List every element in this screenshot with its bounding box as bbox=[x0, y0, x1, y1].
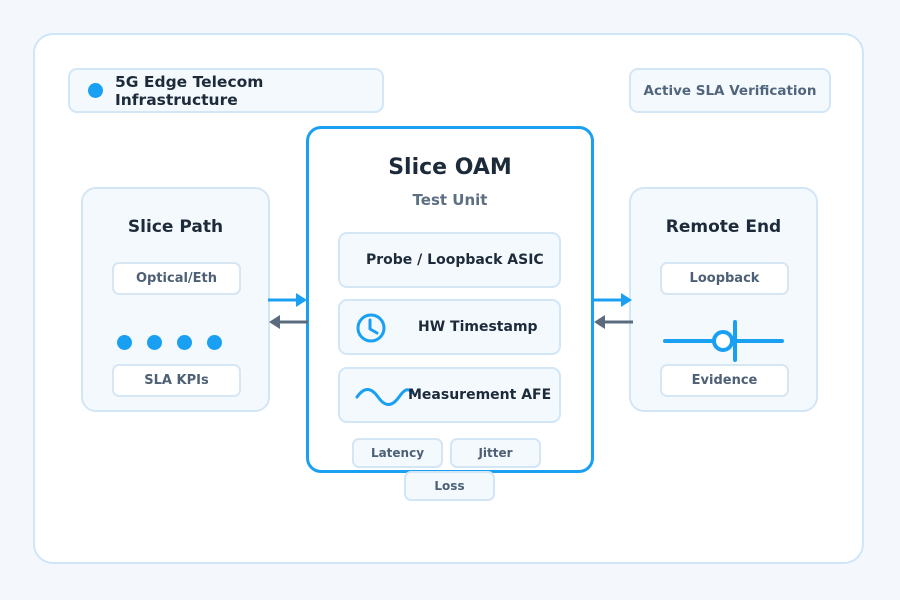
optical-eth-chip: Optical/Eth bbox=[112, 262, 241, 295]
slice-path-title: Slice Path bbox=[127, 217, 224, 237]
measurement-afe-module: Measurement AFE bbox=[338, 367, 561, 423]
measurement-afe-label: Measurement AFE bbox=[408, 387, 552, 403]
return-arrow-icon bbox=[269, 315, 308, 329]
hw-timestamp-label: HW Timestamp bbox=[418, 319, 538, 335]
evidence-chip: Evidence bbox=[660, 364, 789, 397]
remote-end-title: Remote End bbox=[665, 217, 782, 237]
slice-oam-title: Slice OAM bbox=[388, 155, 512, 180]
left-connector-arrows bbox=[268, 293, 308, 329]
loopback-chip: Loopback bbox=[660, 262, 789, 295]
right-connector-arrows bbox=[593, 293, 633, 329]
kpi-dot-icon bbox=[177, 335, 192, 350]
wave-icon bbox=[355, 388, 415, 406]
status-dot-icon bbox=[88, 83, 103, 98]
kpi-dot-icon bbox=[147, 335, 162, 350]
sla-verification-badge: Active SLA Verification bbox=[629, 68, 831, 113]
sla-verification-label: Active SLA Verification bbox=[643, 82, 817, 99]
test-unit-subtitle: Test Unit bbox=[412, 191, 488, 209]
return-arrow-icon bbox=[594, 315, 633, 329]
forward-arrow-icon bbox=[593, 293, 632, 307]
probe-loopback-asic-label: Probe / Loopback ASIC bbox=[366, 252, 544, 268]
sla-kpis-chip: SLA KPIs bbox=[112, 364, 241, 397]
loopback-connector-icon bbox=[663, 320, 784, 362]
forward-arrow-icon bbox=[268, 293, 307, 307]
remote-end-panel: Remote End Loopback Evidence bbox=[629, 187, 818, 412]
slice-path-panel: Slice Path Optical/Eth SLA KPIs bbox=[81, 187, 270, 412]
kpi-dot-icon bbox=[117, 335, 132, 350]
infrastructure-title-badge: 5G Edge Telecom Infrastructure bbox=[68, 68, 384, 113]
hw-timestamp-module: HW Timestamp bbox=[338, 299, 561, 355]
jitter-chip: Jitter bbox=[450, 438, 541, 468]
latency-chip: Latency bbox=[352, 438, 443, 468]
infrastructure-title: 5G Edge Telecom Infrastructure bbox=[115, 72, 264, 109]
clock-icon bbox=[356, 313, 386, 343]
loss-chip: Loss bbox=[404, 471, 495, 501]
probe-loopback-asic-module: Probe / Loopback ASIC bbox=[338, 232, 561, 288]
kpi-dot-icon bbox=[207, 335, 222, 350]
